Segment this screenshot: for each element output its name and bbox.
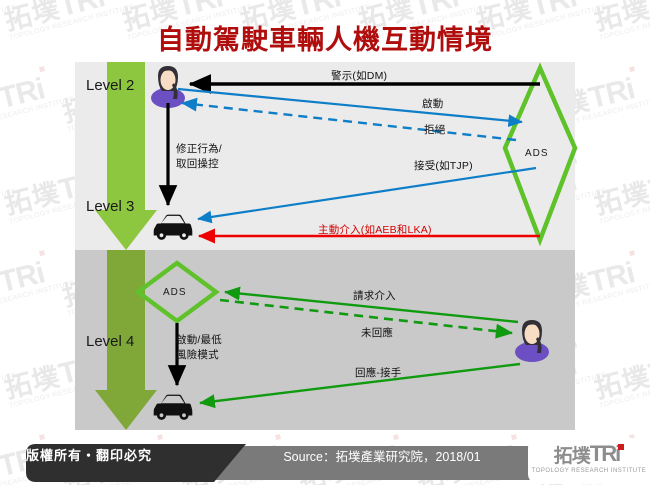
- panel-level-4: [75, 250, 575, 430]
- edge-label-correct-behavior-line1: 修正行為/: [176, 143, 222, 155]
- tri-logo: 拓墣TRi TOPOLOGY RESEARCH INSTITUTE: [528, 438, 650, 484]
- car-icon-lower: [153, 394, 193, 420]
- edge-response-takeover: [199, 362, 521, 409]
- edge-label-active-intervention: 主動介入(如AEB和LKA): [318, 224, 432, 236]
- level-4-label: Level 4: [86, 333, 135, 350]
- edge-label-reject: 拒絕: [424, 124, 446, 136]
- logo-tri-text: TRi: [589, 441, 621, 466]
- footer-bar: 版權所有・翻印必究 Source：拓墣產業研究院，2018/01 拓墣TRi T…: [0, 438, 650, 485]
- edge-label-activate-mrc-line2: 風險模式: [176, 349, 219, 361]
- edge-request-intervention: [224, 286, 519, 324]
- car-icon-upper: [153, 214, 193, 240]
- source-text: Source：拓墣產業研究院，2018/01: [283, 450, 481, 464]
- edge-label-accept: 接受(如TJP): [414, 160, 473, 172]
- ads-label-upper: ADS: [525, 148, 549, 159]
- human-icon-lower: [515, 320, 549, 362]
- level-2-label: Level 2: [86, 77, 135, 94]
- edge-label-warning: 警示(如DM): [331, 70, 388, 82]
- human-icon-upper: [151, 66, 185, 108]
- edge-label-activate: 啟動: [422, 98, 444, 110]
- logo-chinese-text: 拓墣: [553, 445, 591, 467]
- edge-label-request-intervention: 請求介入: [353, 290, 396, 302]
- edge-label-no-response: 未回應: [361, 327, 394, 339]
- edge-label-correct-behavior-line2: 取回操控: [176, 158, 219, 170]
- edge-reject: [181, 97, 517, 142]
- edge-label-response-takeover: 回應-接手: [355, 367, 402, 379]
- ads-label-lower: ADS: [163, 287, 187, 298]
- logo-subtitle: TOPOLOGY RESEARCH INSTITUTE: [531, 468, 647, 474]
- edge-activate: [177, 87, 523, 128]
- ads-node-lower[interactable]: [134, 260, 220, 324]
- logo-accent-dot: [618, 444, 625, 450]
- level-2-3-down-arrow: [95, 62, 157, 250]
- edge-label-activate-mrc-line1: 啟動/最低: [176, 334, 222, 346]
- edge-no-response: [219, 298, 514, 339]
- edge-accept: [197, 166, 537, 224]
- copyright-text: 版權所有・翻印必究: [26, 449, 153, 464]
- level-3-label: Level 3: [86, 198, 135, 215]
- page-title: 自動駕駛車輛人機互動情境: [157, 25, 493, 56]
